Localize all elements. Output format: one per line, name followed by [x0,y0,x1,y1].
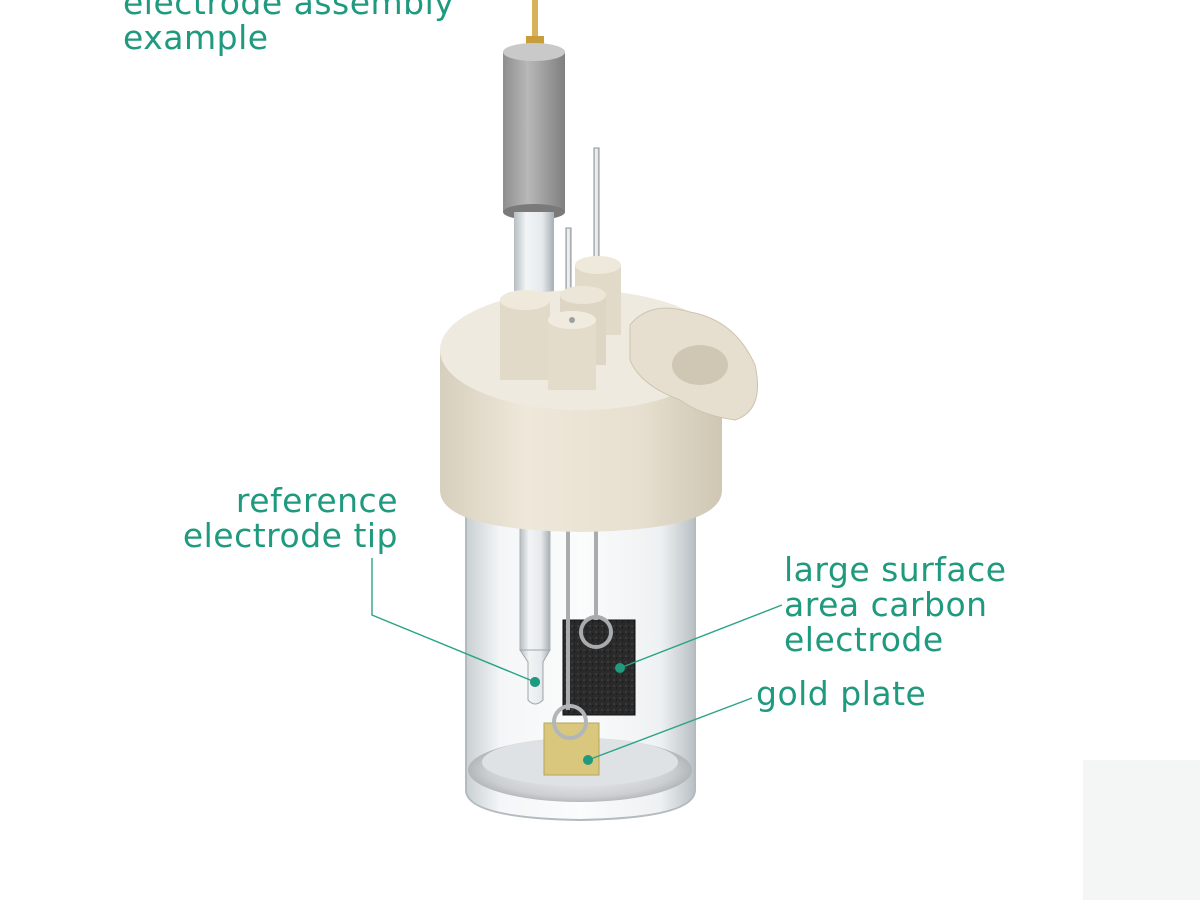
counter-electrode-rod-upper [593,147,600,269]
counter-electrode-rod-lower [594,520,598,620]
gold-electrode-rod-lower [566,520,570,710]
gas-port-knob [629,307,758,421]
reference-label-line1: reference [235,481,398,520]
connector-wire [532,0,538,44]
leader-dot-reference [530,677,540,687]
carbon-label-line3: electrode [784,620,944,659]
title-label: electrode assembly example [123,0,454,55]
leader-line-carbon [619,604,783,669]
gold-label-line1: gold plate [756,674,927,713]
cap-port-front [548,311,596,390]
reference-electrode-label: reference electrode tip [183,483,398,553]
leader-line-reference [371,558,536,683]
background-panel [1083,760,1200,900]
title-label-line1: electrode assembly [123,0,455,22]
leader-line-gold [587,697,753,761]
leader-dot-gold [583,755,593,765]
gold-plate [543,704,600,776]
carbon-label-line2: area carbon [784,585,988,624]
gold-plate-label: gold plate [756,676,926,711]
reference-electrode-plug [503,43,565,220]
carbon-electrode-label: large surface area carbon electrode [784,552,1007,657]
reference-label-line2: electrode tip [182,516,398,555]
title-label-line2: example [123,18,269,57]
carbon-label-line1: large surface [784,550,1007,589]
cap-port-reference [500,290,550,380]
counter-electrode-ring [579,615,613,649]
leader-dot-carbon [615,663,625,673]
